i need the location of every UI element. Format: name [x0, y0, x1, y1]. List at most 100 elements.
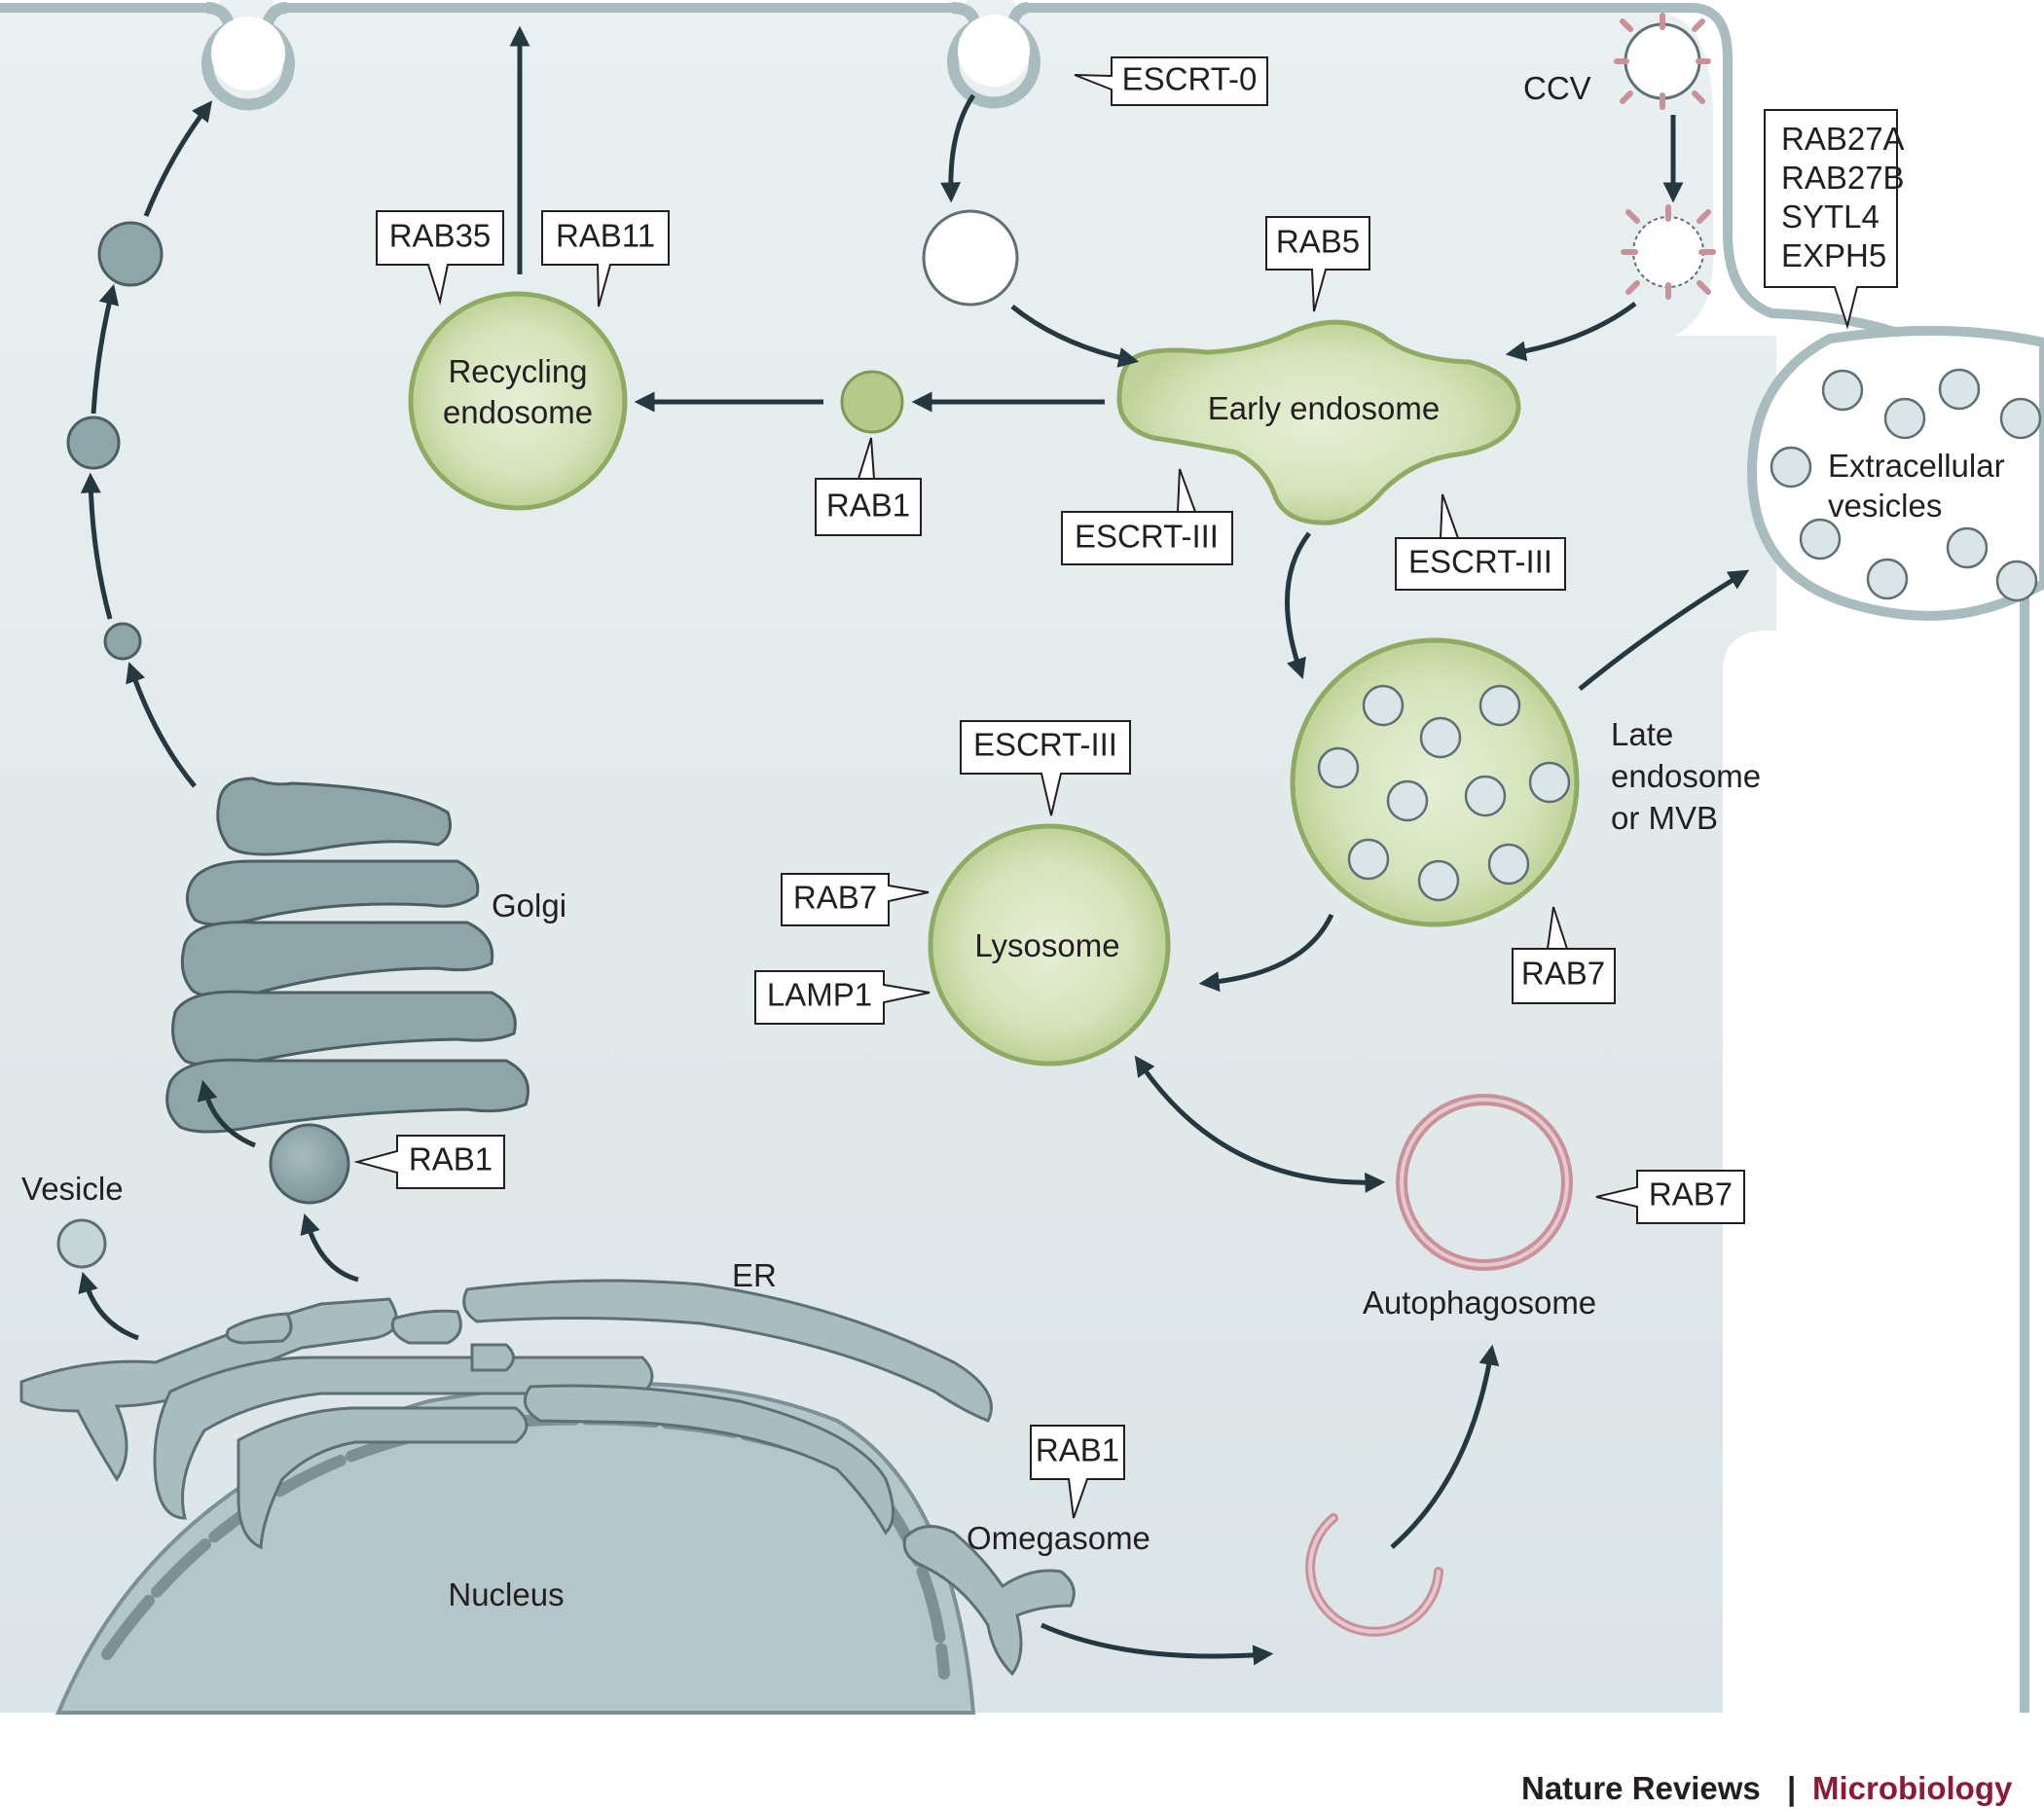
tag-escrt3-early-right-text: ESCRT-III: [1408, 544, 1552, 580]
ev-vesicle: [1999, 397, 2042, 440]
rab1-green-vesicle: [840, 370, 904, 434]
journal-footer: Nature Reviews | Microbiology: [1521, 1770, 2013, 1806]
arrow-ccv-to-early-endosome: [1505, 302, 1637, 362]
late-endosome-label-line1: Late: [1611, 716, 1673, 752]
arrow-omegasome-to-phagophore: [1040, 1622, 1274, 1666]
tag-ev-rab27a: RAB27A: [1781, 121, 1905, 157]
tag-rab7-late: RAB7: [1512, 906, 1616, 1004]
arrow-early-to-late-endosome: [1285, 531, 1311, 679]
intraluminal-vesicle: [1528, 761, 1571, 804]
transport-vesicle-medium: [66, 416, 121, 470]
tag-rab5-text: RAB5: [1276, 224, 1360, 260]
ccv-label: CCV: [1523, 70, 1591, 106]
tag-escrt3-early-left: ESCRT-III: [1061, 468, 1233, 565]
tag-rab11: RAB11: [541, 210, 670, 308]
intraluminal-vesicle: [1487, 843, 1530, 886]
tag-escrt0: ESCRT-0: [1074, 56, 1268, 106]
ev-vesicle: [1770, 446, 1812, 488]
tag-rab1-golgi: RAB1: [353, 1135, 505, 1189]
arrow-vesicle3-to-membrane: [143, 100, 213, 217]
endocytic-vesicle: [922, 209, 1019, 307]
tag-lamp1: LAMP1: [754, 970, 931, 1025]
phagophore-inner: [1308, 1516, 1441, 1634]
ev-vesicle: [1946, 526, 1989, 569]
nucleus-label: Nucleus: [448, 1576, 564, 1612]
tag-rab1-omegasome-text: RAB1: [1036, 1432, 1119, 1468]
arrow-lysosome-autophagosome: [1134, 1055, 1386, 1193]
footer-journal: Nature Reviews: [1521, 1770, 1761, 1806]
intraluminal-vesicle: [1464, 775, 1507, 817]
pathway-arrows: [78, 25, 1750, 1666]
tag-ev-effectors: RAB27A RAB27B SYTL4 EXPH5: [1764, 109, 1905, 330]
arrow-er-to-rab1-vesicle: [300, 1212, 359, 1283]
tag-escrt3-early-right: ESCRT-III: [1395, 493, 1566, 591]
early-endosome-label: Early endosome: [1208, 390, 1440, 426]
tag-rab35-text: RAB35: [389, 218, 492, 254]
recycling-endosome-label-line1: Recycling: [448, 353, 587, 389]
transport-vesicle-small: [103, 622, 142, 661]
golgi-apparatus: [165, 777, 529, 1134]
late-endosome-mvb: [1290, 637, 1580, 927]
tag-escrt3-lysosome: ESCRT-III: [960, 720, 1131, 816]
ev-vesicle: [1883, 397, 1926, 440]
intraluminal-vesicle: [1362, 684, 1405, 727]
tag-escrt0-text: ESCRT-0: [1122, 61, 1258, 97]
late-endosome-label-line2: endosome: [1611, 758, 1761, 794]
tag-rab1-recycling-text: RAB1: [826, 488, 910, 524]
footer-separator: |: [1787, 1770, 1796, 1806]
er-label: ER: [732, 1257, 777, 1293]
footer-section: Microbiology: [1812, 1770, 2013, 1806]
ev-vesicle: [1995, 560, 2038, 602]
arrow-golgi-vesicle-to-golgi: [197, 1079, 256, 1148]
intraluminal-vesicle: [1347, 838, 1390, 881]
tag-rab5: RAB5: [1265, 216, 1370, 312]
arrow-vesicle-to-vesicle2: [80, 472, 113, 620]
intraluminal-vesicle: [1386, 779, 1429, 822]
lysosome-label: Lysosome: [974, 927, 1119, 963]
rab1-coated-vesicle: [269, 1123, 350, 1205]
autophagosome: [1396, 1094, 1573, 1271]
tag-rab7-autophagosome-text: RAB7: [1649, 1176, 1733, 1212]
ev-vesicle: [1799, 518, 1842, 561]
arrow-phagophore-to-autophagosome: [1390, 1344, 1500, 1549]
membrane-pit-left: [201, 2, 295, 111]
membrane-pit-escrt0: [947, 2, 1040, 109]
arrow-late-to-lysosome: [1198, 913, 1334, 993]
autophagosome-label: Autophagosome: [1363, 1284, 1596, 1321]
tag-rab11-text: RAB11: [556, 218, 655, 254]
extracellular-vesicles-label-line2: vesicles: [1828, 488, 1942, 524]
tag-rab35: RAB35: [376, 210, 504, 306]
tag-rab7-late-text: RAB7: [1521, 956, 1605, 992]
arrow-pit-to-endocytic-vesicle: [940, 93, 976, 203]
arrow-vesicle2-to-vesicle3: [91, 283, 120, 415]
omegasome-label: Omegasome: [967, 1520, 1150, 1556]
arrow-er-to-vesicle: [78, 1271, 139, 1341]
tag-rab1-golgi-text: RAB1: [409, 1141, 493, 1177]
extracellular-vesicle-pocket: [1746, 325, 2044, 621]
arrow-late-to-extracellular: [1578, 569, 1750, 691]
late-endosome-label-line3: or MVB: [1611, 800, 1718, 836]
tag-ev-rab27b: RAB27B: [1781, 160, 1905, 196]
tag-ev-sytl4: SYTL4: [1781, 199, 1880, 235]
tag-lamp1-text: LAMP1: [767, 977, 872, 1013]
tag-rab1-omegasome: RAB1: [1030, 1425, 1125, 1519]
tag-rab7-lysosome: RAB7: [781, 873, 930, 926]
intraluminal-vesicle: [1417, 859, 1460, 902]
arrow-endocytic-to-early-endosome: [1010, 305, 1140, 368]
omegasome: [902, 1525, 1076, 1677]
er-vesicle: [56, 1218, 107, 1269]
ccv-lower: [1621, 204, 1716, 300]
ev-vesicle: [1821, 369, 1864, 412]
tag-rab1-recycling: RAB1: [815, 437, 922, 536]
tag-escrt3-lysosome-text: ESCRT-III: [973, 727, 1117, 763]
intraluminal-vesicle: [1478, 684, 1521, 727]
recycling-endosome-label-line2: endosome: [443, 394, 593, 430]
ev-vesicle: [1866, 558, 1909, 600]
tag-rab7-lysosome-text: RAB7: [793, 880, 877, 916]
tag-escrt3-early-left-text: ESCRT-III: [1075, 519, 1219, 555]
tag-ev-exph5: EXPH5: [1781, 237, 1886, 273]
vesicle-label: Vesicle: [21, 1171, 124, 1207]
extracellular-vesicles-label-line1: Extracellular: [1828, 448, 2005, 484]
golgi-label: Golgi: [492, 887, 566, 923]
